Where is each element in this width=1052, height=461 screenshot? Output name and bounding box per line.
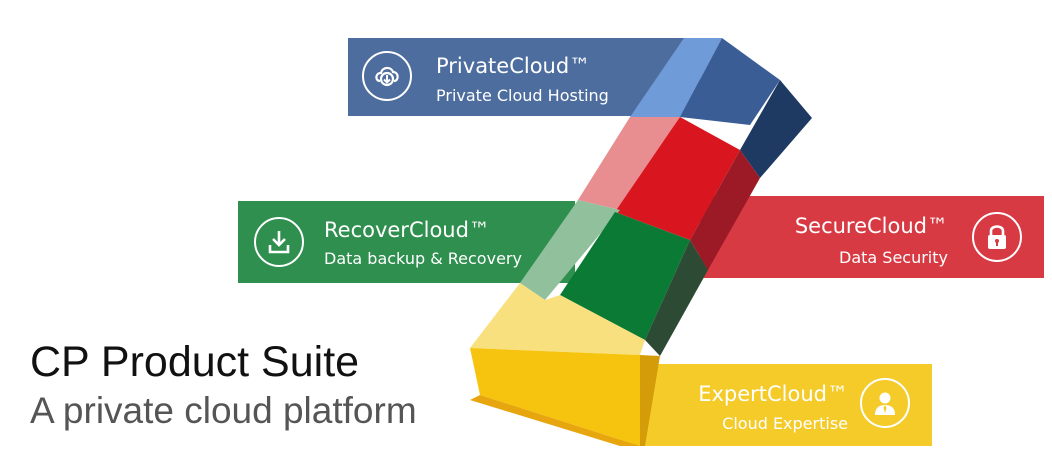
column-red-left	[578, 117, 680, 210]
securecloud-ribbon	[700, 196, 1044, 278]
expertcloud-banner: ExpertCloud™ Cloud Expertise	[640, 364, 932, 446]
column-yellow-top	[470, 283, 645, 355]
column-green-left	[520, 200, 620, 300]
privatecloud-subtitle: Private Cloud Hosting	[436, 86, 609, 105]
person-icon	[860, 378, 910, 428]
suite-title: CP Product Suite	[30, 338, 360, 386]
column-red-front	[615, 117, 740, 240]
securecloud-banner: SecureCloud™ Data Security	[728, 196, 1044, 278]
privatecloud-ribbon	[348, 38, 700, 116]
recovercloud-subtitle: Data backup & Recovery	[324, 249, 522, 268]
recovercloud-title: RecoverCloud™	[324, 218, 490, 242]
recovercloud-ribbon	[238, 201, 575, 283]
download-tray-icon	[254, 217, 304, 267]
recovercloud-banner: RecoverCloud™ Data backup & Recovery	[238, 201, 538, 283]
expertcloud-ribbon	[620, 364, 932, 446]
column-green-front	[560, 212, 690, 340]
column-blue-side	[740, 80, 812, 178]
column-yellow-front	[470, 348, 640, 446]
expertcloud-subtitle: Cloud Expertise	[722, 414, 848, 433]
cloud-download-icon	[362, 51, 412, 101]
expertcloud-title: ExpertCloud™	[698, 382, 848, 406]
suite-subtitle: A private cloud platform	[30, 390, 417, 431]
padlock-icon	[972, 212, 1022, 262]
column-red-side	[690, 150, 760, 270]
column-blue-front	[680, 38, 780, 125]
column-yellow-bottom	[470, 395, 640, 446]
column-blue-left	[630, 38, 722, 117]
privatecloud-title: PrivateCloud™	[436, 54, 591, 78]
privatecloud-banner: PrivateCloud™ Private Cloud Hosting	[348, 38, 648, 116]
securecloud-title: SecureCloud™	[794, 214, 948, 238]
securecloud-subtitle: Data Security	[839, 248, 948, 267]
column-yellow-side	[640, 355, 660, 446]
column-green-side	[645, 240, 708, 356]
